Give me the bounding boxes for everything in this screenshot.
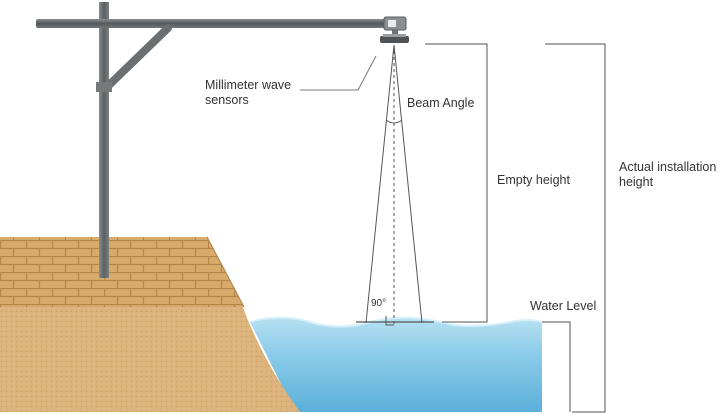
right-angle-label: 90° (371, 298, 387, 309)
horizontal-arm (36, 19, 386, 28)
water-surface-highlight (249, 316, 543, 328)
brick-wall (0, 237, 244, 307)
installation-label-line2: height (619, 175, 654, 189)
beam-angle-label: Beam Angle (407, 96, 475, 110)
vertical-pole (99, 2, 109, 278)
beam-cone (365, 44, 423, 325)
earth-bank (0, 305, 300, 412)
brace-clamp (96, 82, 112, 92)
sensor-leader-line (300, 55, 377, 91)
installation-label-line1: Actual installation (619, 160, 717, 174)
sensor-label-line2: sensors (205, 93, 249, 107)
water-depth-bracket (542, 321, 571, 412)
sensor-label-line1: Millimeter wave (205, 78, 292, 92)
water-level-label: Water Level (530, 299, 597, 313)
millimeter-wave-sensor (380, 16, 409, 43)
empty-height-bracket (425, 43, 488, 323)
water (250, 317, 542, 412)
installation-height-label: Actual installation height (619, 160, 716, 190)
empty-height-label: Empty height (497, 173, 570, 187)
right-angle-marker (385, 316, 394, 326)
installation-height-bracket (545, 43, 606, 413)
sensor-label: Millimeter wave sensors (205, 78, 291, 108)
diagonal-brace (102, 24, 172, 92)
